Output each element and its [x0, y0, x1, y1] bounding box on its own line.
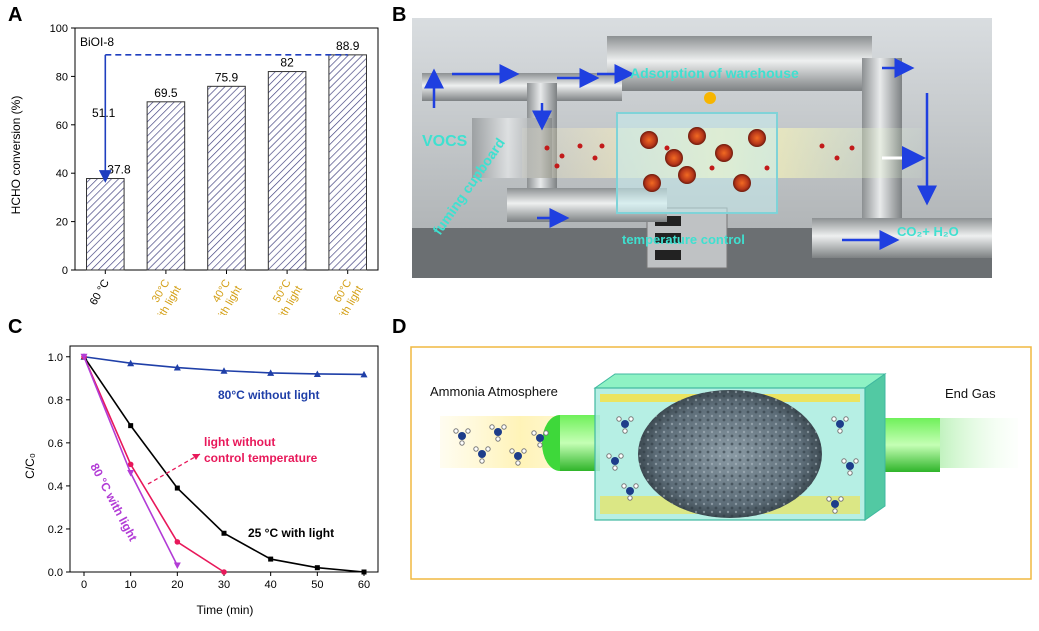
- chart-c-axes: 0 10 20 30 40 50 60 0.0 0.2 0.4 0.6 0.8 1.0: [48, 345, 379, 591]
- chart-c-point: [221, 569, 227, 575]
- chart-c-point: [267, 369, 275, 376]
- label-vocs: VOCS: [422, 133, 468, 150]
- chart-a-value-label: 82: [280, 56, 294, 70]
- chart-c-point: [127, 461, 134, 468]
- chart-a-bar: [328, 54, 367, 271]
- chart-c-point: [127, 469, 135, 477]
- chart-c-ytick-label: 1.0: [48, 352, 63, 364]
- chart-c-label-red-2: control temperature: [204, 451, 318, 465]
- label-adsorption: Adsorption of warehouse: [630, 65, 799, 81]
- chart-c-label-blue: 80°C without light: [218, 388, 319, 402]
- panel-b-schematic: VOCS Adsorption of warehouse fuming cupb…: [412, 18, 992, 278]
- chart-a-category-line: 60 °C: [88, 277, 112, 307]
- label-end-gas: End Gas: [945, 386, 996, 401]
- chart-a-ytick-label: 60: [56, 120, 68, 132]
- chart-a-bar: [207, 85, 246, 271]
- chart-a-value-label: 88.9: [336, 39, 360, 53]
- chart-a-legend-text: BiOI-8: [80, 35, 114, 49]
- chart-c-point: [173, 364, 181, 371]
- chart-c-point: [221, 530, 227, 536]
- chart-c-point: [173, 562, 181, 570]
- chart-a-ylabel: HCHO conversion (%): [9, 96, 23, 215]
- label-ammonia-atmosphere: Ammonia Atmosphere: [430, 384, 558, 399]
- chart-a-ytick-label: 40: [56, 168, 68, 180]
- chart-c-ytick-label: 0.8: [48, 395, 63, 407]
- panel-d-schematic: Ammonia Atmosphere End Gas: [410, 346, 1032, 580]
- chart-a-ytick-label: 80: [56, 71, 68, 83]
- chart-c-xtick-label: 10: [125, 579, 137, 591]
- chart-a-value-label: 75.9: [215, 70, 239, 84]
- chart-c-point: [220, 367, 228, 374]
- chart-c-series: [80, 353, 368, 575]
- panel-letter-a: A: [8, 4, 23, 26]
- chart-c-xtick-label: 30: [218, 579, 230, 591]
- chart-c-point: [360, 370, 368, 378]
- chart-c-ytick-label: 0.2: [48, 524, 63, 536]
- chart-c-label-red-1: light without: [204, 435, 275, 449]
- chart-a-bar: [86, 178, 125, 271]
- chart-c-point: [80, 353, 88, 361]
- chart-a-bar: [267, 71, 307, 271]
- chart-c-xtick-label: 40: [265, 579, 277, 591]
- chart-c-point: [174, 539, 181, 545]
- chart-c-label-black: 25 °C with light: [248, 526, 334, 540]
- chart-c-point: [361, 569, 367, 575]
- chart-a-value-label: 37.8: [107, 163, 131, 177]
- chart-c: 0 10 20 30 40 50 60 0.0 0.2 0.4 0.6 0.8 1.0 Time (mi…: [23, 345, 379, 617]
- panel-letter-d: D: [392, 316, 407, 338]
- panel-letter-c: C: [8, 316, 23, 338]
- chart-c-point: [127, 359, 135, 367]
- chart-a-category-label: 60 °C: [88, 277, 112, 307]
- chart-c-point: [174, 485, 180, 491]
- chart-c-point: [313, 370, 321, 377]
- chart-c-ytick-label: 0.0: [48, 567, 63, 579]
- chart-c-point: [128, 423, 134, 429]
- chart-c-xtick-label: 0: [81, 579, 87, 591]
- chart-c-ytick-label: 0.6: [48, 438, 63, 450]
- chart-a-ytick-label: 20: [56, 217, 68, 229]
- chart-c-point: [314, 565, 320, 571]
- ammonia-molecules: [453, 416, 859, 514]
- chart-c-xlabel: Time (min): [197, 603, 254, 617]
- chart-c-xtick-label: 60: [358, 579, 370, 591]
- chart-a-bars: [86, 54, 367, 271]
- panel-letter-b: B: [392, 4, 407, 26]
- chart-c-red-pointer-head: [192, 454, 200, 460]
- chart-a-annotation-label: 51.1: [92, 106, 116, 120]
- chart-c-series-line: [83, 356, 225, 573]
- label-output: CO₂+ H₂O: [897, 224, 959, 239]
- chart-c-ytick-label: 0.4: [48, 481, 63, 493]
- chart-c-xtick-label: 50: [311, 579, 323, 591]
- chart-c-red-pointer: [147, 453, 201, 485]
- chart-c-ylabel: C/C₀: [23, 453, 37, 479]
- chart-a-ytick-label: 0: [62, 265, 68, 277]
- chart-c-point: [268, 556, 274, 562]
- chart-c-xtick-label: 20: [171, 579, 183, 591]
- chart-a-value-label: 69.5: [154, 86, 178, 100]
- chart-a-ytick-label: 100: [50, 23, 68, 35]
- chart-a-bar: [146, 101, 186, 271]
- label-temperature-control: temperature control: [622, 232, 745, 247]
